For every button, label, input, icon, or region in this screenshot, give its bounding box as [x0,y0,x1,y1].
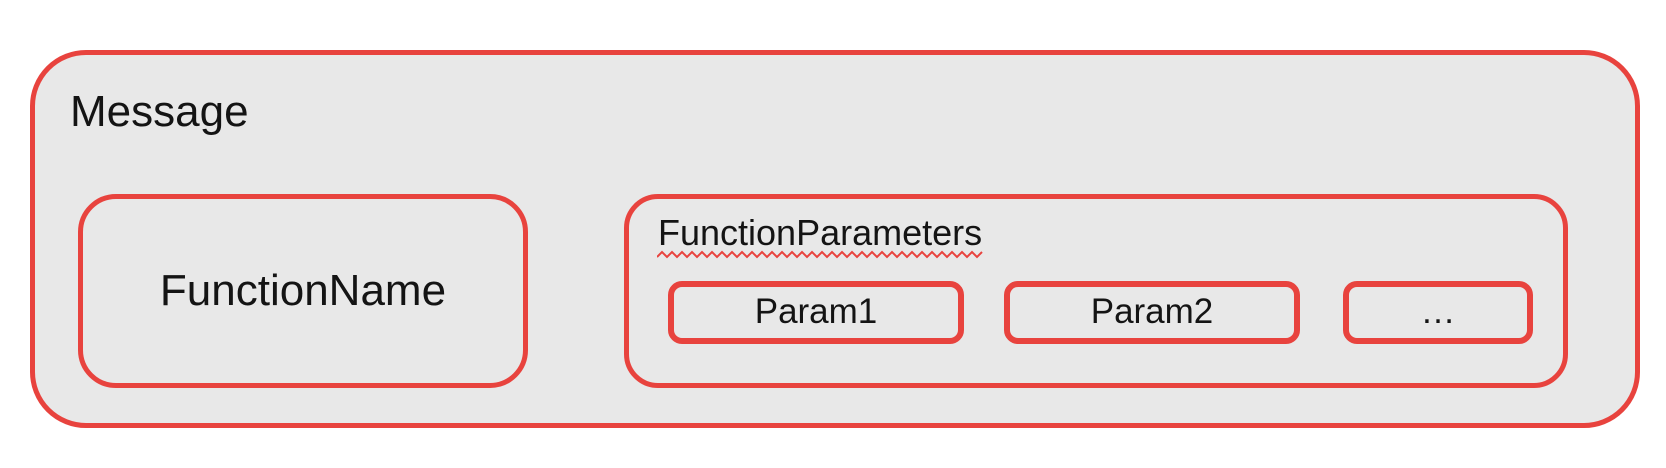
param1-label: Param1 [754,292,878,332]
param2-label: Param2 [1090,292,1214,332]
function-name-label: FunctionName [159,265,447,315]
function-name-box: FunctionName [78,194,528,388]
ellipsis-box: … [1343,281,1533,344]
message-box: Message FunctionName FunctionParameters … [30,50,1640,428]
param2-box: Param2 [1004,281,1300,344]
param1-box: Param1 [668,281,964,344]
wavy-line [657,250,983,259]
message-label: Message [70,87,249,136]
function-parameters-label: FunctionParameters [658,212,983,253]
spellcheck-wavy-underline-icon [657,250,983,259]
function-parameters-box: FunctionParameters Param1 Param2 … [624,194,1568,388]
ellipsis-label: … [1420,292,1456,332]
